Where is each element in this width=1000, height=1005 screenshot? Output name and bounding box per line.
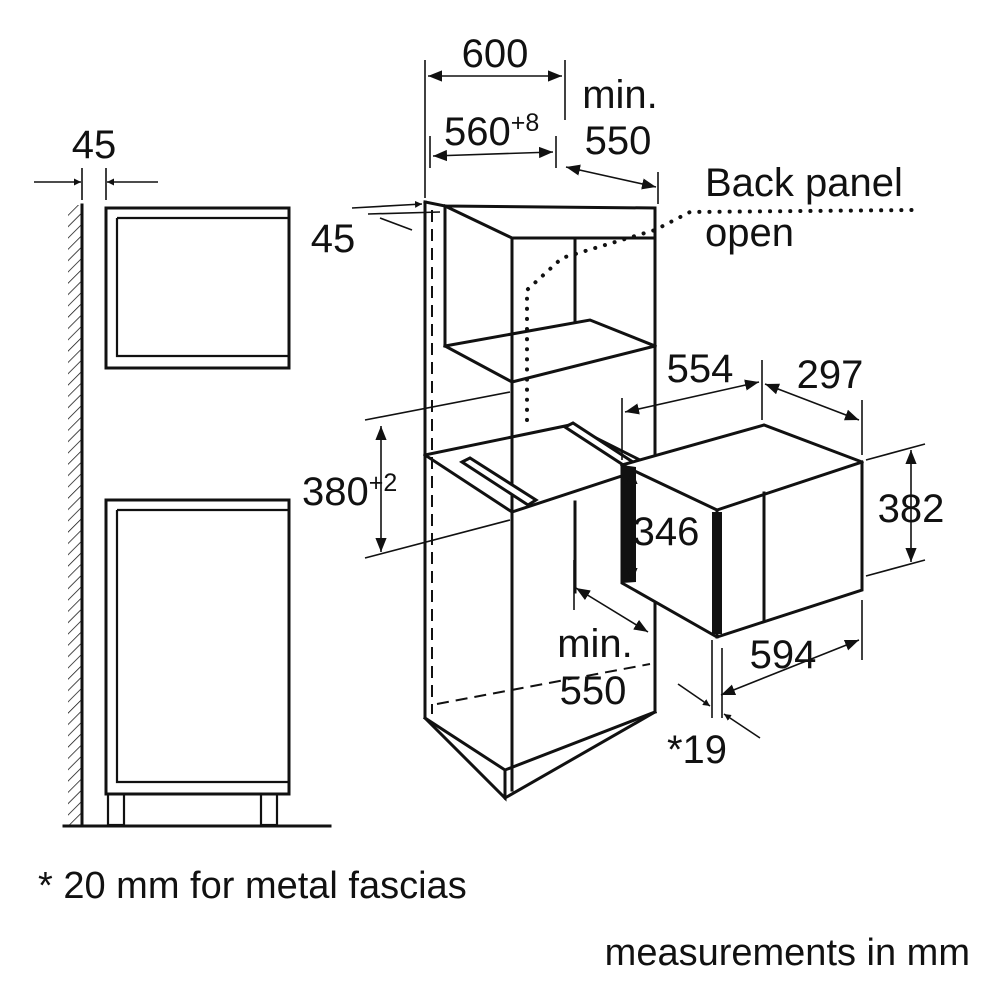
min-depth-top-label-2: 550 <box>585 119 652 163</box>
appliance-width-label: 554 <box>667 347 734 391</box>
niche-shelf-front <box>422 452 642 514</box>
fascia-arrow-right <box>723 713 761 739</box>
min-depth-bottom-label-1: min. <box>557 622 633 666</box>
units-footnote: measurements in mm <box>605 932 970 974</box>
depth-bottom-arrow <box>575 587 649 633</box>
niche-width-label: 560+8 <box>444 109 539 154</box>
side-gap-label: 45 <box>311 217 356 261</box>
upper-shelf-back <box>443 318 657 348</box>
cabinet-foot-front <box>106 792 126 827</box>
rail-front <box>458 456 539 507</box>
upper-shelf-front <box>442 343 657 384</box>
front-width-label: 594 <box>750 633 817 677</box>
cabinet-width-label: 600 <box>462 32 529 76</box>
lower-cabinet <box>104 498 291 796</box>
fascia-arrow-left <box>677 683 711 707</box>
niche-height-label: 380+2 <box>302 469 397 514</box>
body-height-label: 346 <box>633 510 700 554</box>
back-panel-label-1: Back panel <box>705 161 903 205</box>
min-depth-bottom-label-2: 550 <box>560 669 627 713</box>
cabinet-foot-back <box>259 792 279 827</box>
appliance-depth-arrow <box>764 383 860 421</box>
back-panel-label-2: open <box>705 211 794 255</box>
dimensions: 600 560+8 min. 550 Back panel open 45 38… <box>302 32 944 772</box>
niche-width-arrow <box>432 146 554 162</box>
upper-cabinet-inner <box>115 218 289 358</box>
front-height-label: 382 <box>878 487 945 531</box>
cabinet-bottom-edge <box>502 709 658 801</box>
lower-cabinet-inner <box>115 510 289 784</box>
wall-hatching <box>68 205 81 825</box>
cabinet-front-left <box>423 200 507 802</box>
fascia-depth-label: *19 <box>667 728 727 772</box>
appliance <box>620 423 864 639</box>
wall-gap-label: 45 <box>72 123 117 167</box>
min-depth-top-label-1: min. <box>582 73 658 117</box>
front-width-arrow <box>720 639 860 696</box>
appliance-depth-label: 297 <box>797 353 864 397</box>
niche-cabinet <box>422 200 917 802</box>
depth-top-arrow <box>565 164 657 190</box>
side-view: 45 <box>34 123 332 828</box>
fascia-footnote: * 20 mm for metal fascias <box>38 865 467 907</box>
cabinet-top-back <box>423 200 657 210</box>
appliance-width-arrow <box>624 379 760 415</box>
upper-cabinet <box>104 206 291 370</box>
